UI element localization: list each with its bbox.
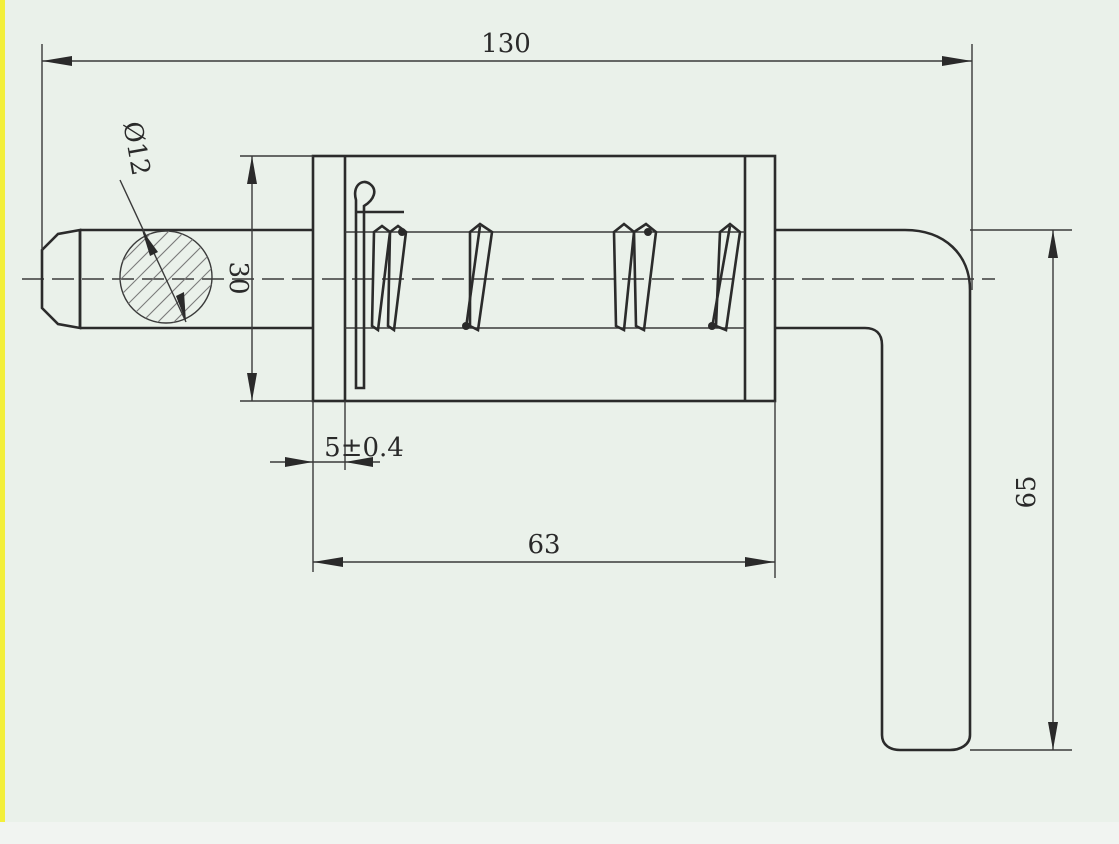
spring [370,222,742,333]
handle [775,228,972,752]
left-border-strip [0,0,5,844]
bottom-band [0,822,1119,844]
dim-housing-length: 63 [313,530,775,567]
dim-handle-height-text: 65 [1012,475,1042,508]
dim-flange-thickness: 5±0.4 [270,433,404,467]
dim-overall-length: 130 [42,29,972,66]
dim-housing-height: 30 [223,156,257,401]
dim-housing-length-text: 63 [527,530,560,560]
dim-overall-length-text: 130 [481,29,531,59]
dim-handle-height: 65 [1012,230,1058,750]
dim-pin-diameter: Ø12 [116,119,187,323]
housing-body [311,154,777,403]
dim-pin-diameter-text: Ø12 [116,119,155,178]
dim-flange-thickness-text: 5±0.4 [324,433,404,463]
cotter-pin [353,180,404,390]
dim-housing-height-text: 30 [223,261,253,294]
